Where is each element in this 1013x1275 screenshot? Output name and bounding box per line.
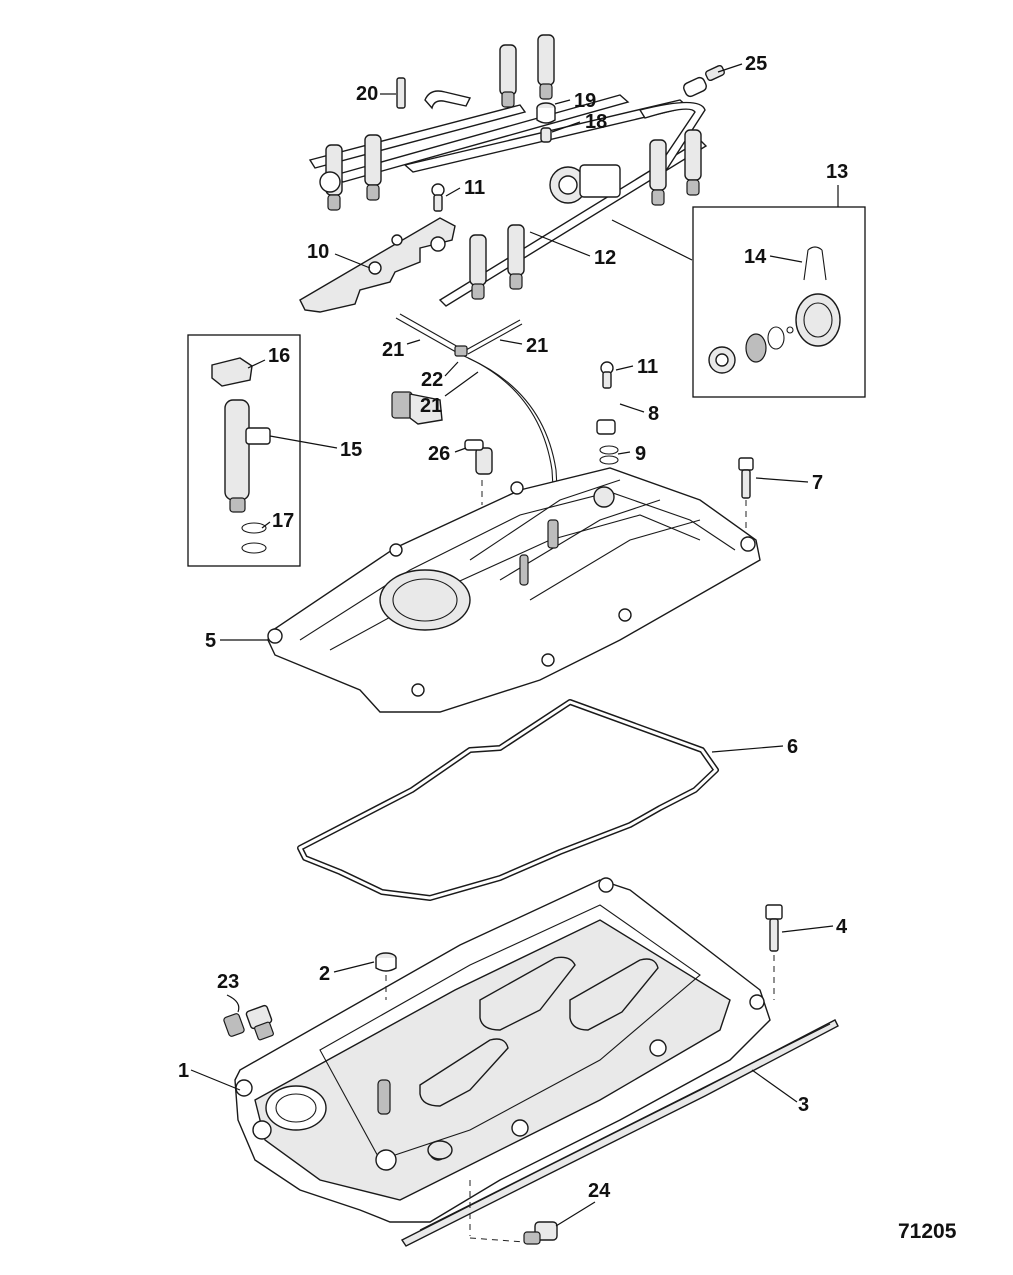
fuel-rail-assembly [299,34,725,313]
injector-connector-clip [211,357,253,387]
plug-2 [375,952,397,972]
callout-24: 24 [588,1180,611,1202]
alignment-lines [385,480,775,1243]
callout-22: 22 [421,369,443,391]
upper-intake-manifold [267,467,761,713]
sensor-24 [523,1221,558,1245]
callout-18: 18 [585,111,607,133]
leader-lines [190,63,839,1227]
lower-gasket [400,1019,839,1247]
callout-21-left: 21 [382,339,404,361]
callout-21-right: 21 [526,335,548,357]
fittings-23 [223,1004,274,1041]
pressure-regulator-detail-box [692,206,866,398]
detail-box-15 [187,334,301,567]
callout-14: 14 [744,246,767,268]
bolt-4 [765,904,783,952]
callout-11-upper: 11 [464,177,485,199]
detail-box-13 [692,206,866,398]
callout-23: 23 [217,971,239,993]
map-sensor-group [391,361,619,465]
callout-26: 26 [428,443,450,465]
callout-25: 25 [745,53,767,75]
callout-3: 3 [798,1094,809,1116]
retaining-clip-icon [803,246,827,281]
injector-detail-box [187,334,301,567]
callout-9: 9 [635,443,646,465]
figure-id: 71205 [898,1220,957,1243]
callout-5: 5 [205,630,216,652]
callout-13: 13 [826,161,848,183]
fuel-injector [224,399,250,501]
callout-1: 1 [178,1060,189,1082]
callout-19: 19 [574,90,596,112]
callout-15: 15 [340,439,362,461]
injector-group-top [499,34,555,108]
callout-labels: 25 20 19 18 11 10 12 13 14 16 15 17 21 2… [178,53,957,1243]
fuel-fitting-25 [683,64,725,98]
lower-intake-manifold [234,877,771,1223]
callout-8: 8 [648,403,659,425]
callout-17: 17 [272,510,294,532]
injector-group-right [649,129,702,206]
callout-12: 12 [594,247,616,269]
callout-10: 10 [307,241,329,263]
manifold-gasket [297,699,719,901]
callout-6: 6 [787,736,798,758]
callout-2: 2 [319,963,330,985]
callout-11-lower: 11 [637,356,658,378]
injector-group-left [319,134,382,211]
callout-16: 16 [268,345,290,367]
vacuum-lines [395,313,561,541]
vacuum-fitting-26 [464,439,493,475]
callout-4: 4 [836,916,848,938]
callout-7: 7 [812,472,823,494]
callout-20: 20 [356,83,378,105]
callout-21-lower: 21 [420,395,442,417]
bolt-7 [738,457,754,499]
injector-group-bottom [469,224,525,300]
